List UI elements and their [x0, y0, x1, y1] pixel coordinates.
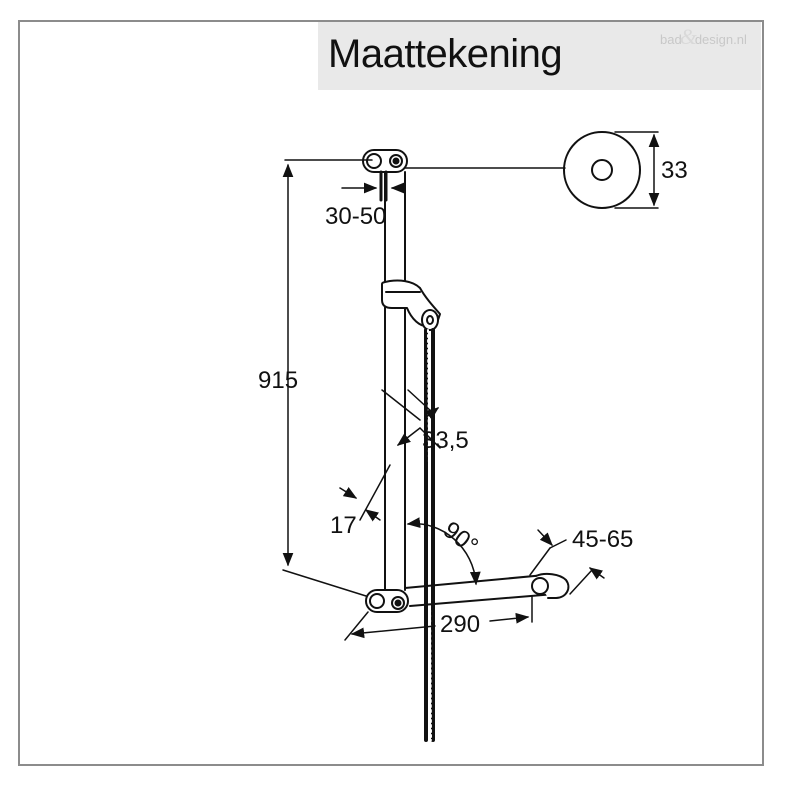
- dimension-wall-offset: [339, 464, 391, 522]
- drawing-frame: [18, 20, 764, 766]
- bottom-bracket-and-horizontal-bar: [365, 572, 570, 613]
- watermark-logo: bad&design.nl: [660, 24, 747, 49]
- dimension-height: [282, 159, 373, 597]
- label-height: 915: [258, 367, 298, 394]
- label-bar-diameter: 33,5: [422, 427, 469, 454]
- label-depth: 45-65: [572, 526, 633, 553]
- label-rosette-diameter: 33: [661, 157, 688, 184]
- label-wall-offset: 17: [330, 512, 357, 539]
- dimension-angle: [406, 517, 481, 586]
- title-banner: [318, 22, 761, 90]
- dimension-horizontal-length: [344, 595, 533, 641]
- dimension-depth: [529, 529, 605, 595]
- dimension-bar-diameter: [381, 389, 441, 449]
- dimension-rosette: [404, 131, 660, 209]
- wall-rosette: [563, 131, 641, 209]
- label-angle: 90°: [438, 516, 483, 560]
- shower-head-holder: [381, 279, 441, 331]
- label-horizontal-length: 290: [440, 611, 480, 638]
- page-title: Maattekening: [328, 32, 563, 76]
- vertical-rail: [384, 171, 406, 591]
- label-bracket-spacing: 30-50: [325, 203, 386, 230]
- shower-hose: [424, 328, 435, 742]
